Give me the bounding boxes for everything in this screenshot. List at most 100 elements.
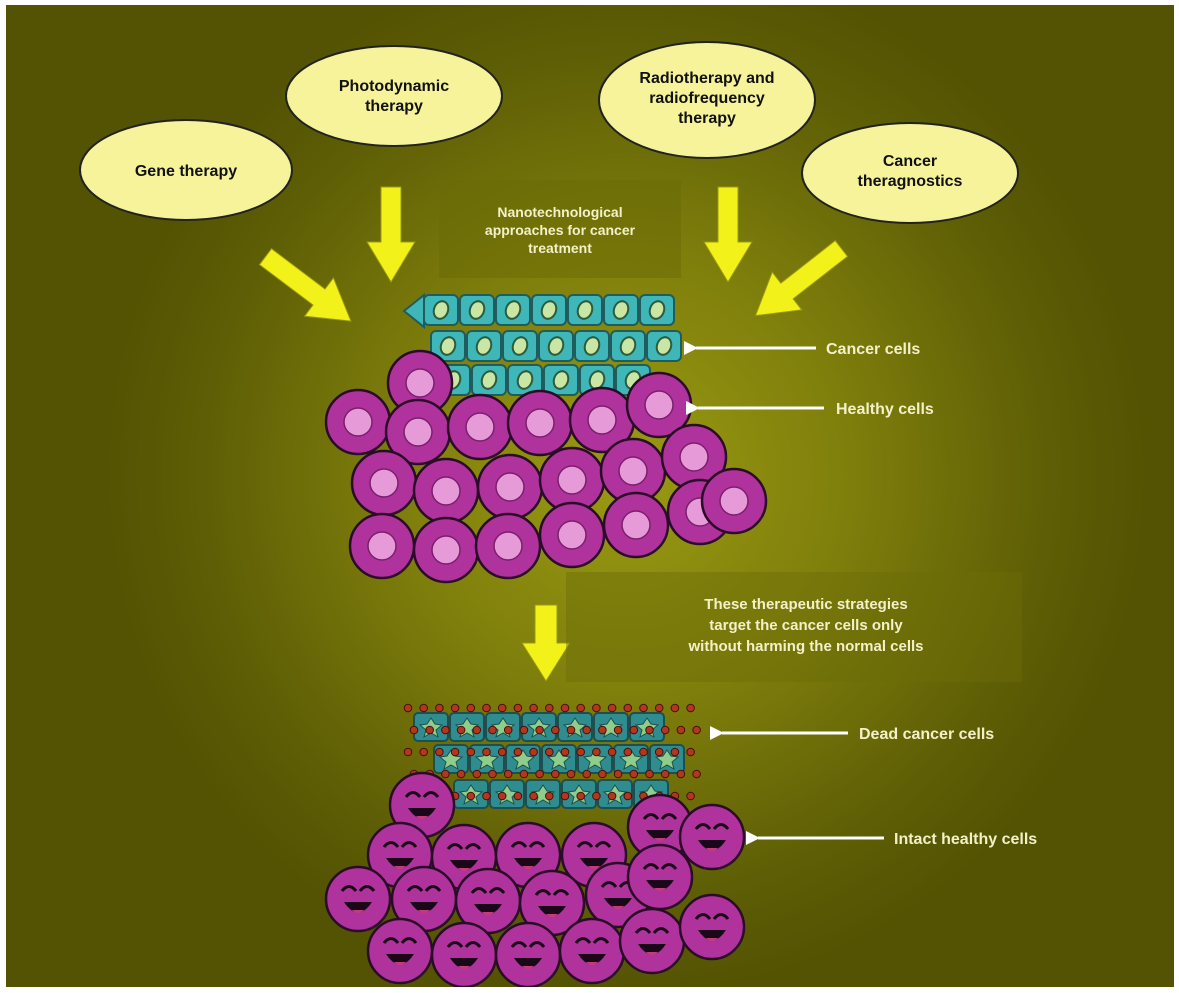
cancer-cells-group: [402, 292, 682, 396]
healthy-cell: [602, 491, 670, 559]
intact-healthy-cell: [626, 843, 694, 911]
healthy-cell: [350, 449, 418, 517]
intact-healthy-cell: [494, 921, 562, 987]
cancer-cell: [471, 364, 507, 396]
healthy-cell: [386, 349, 454, 417]
cancer-cell: [567, 294, 603, 326]
nanoparticle: [645, 725, 654, 735]
nanoparticle: [425, 725, 435, 735]
nanoparticle: [456, 769, 466, 779]
nanoparticle: [466, 747, 476, 757]
yellow-arrows: [258, 186, 849, 682]
therapy-gene: Gene therapy: [79, 119, 293, 221]
nanoparticle: [503, 769, 513, 779]
healthy-cells-group: [324, 349, 768, 584]
healthy-cell: [324, 388, 392, 456]
nanoparticle: [466, 703, 476, 713]
dead-cancer-cell: [649, 744, 685, 774]
arrow-gene: [258, 247, 352, 322]
arrow-radiotherapy: [703, 186, 753, 283]
healthy-cell: [412, 457, 480, 525]
nanoparticle: [639, 703, 648, 713]
nanoparticle: [629, 725, 639, 735]
nanoparticle: [545, 703, 554, 713]
nanoparticle: [519, 769, 529, 779]
label-dead-cancer-cells: Dead cancer cells: [859, 726, 994, 743]
cancer-cell: [610, 330, 646, 362]
label-cancer-cells: Cancer cells: [826, 341, 920, 358]
cancer-cell: [466, 330, 502, 362]
nanoparticle: [629, 769, 639, 779]
cancer-cell: [574, 330, 610, 362]
nanoparticle: [513, 747, 523, 757]
nanoparticle: [676, 769, 686, 779]
nanoparticle: [529, 703, 538, 713]
nanoparticle: [654, 747, 664, 757]
nanoparticle: [488, 769, 497, 779]
cancer-cell: [507, 364, 543, 396]
pointer-healthy-cells: Healthy cells: [686, 401, 934, 418]
arrow-theragnostics: [754, 239, 849, 317]
cancer-cell: [603, 294, 639, 326]
intact-healthy-cell: [324, 865, 392, 933]
healthy-cell: [660, 423, 728, 491]
intact-healthy-cells-group: [324, 771, 746, 987]
cancer-cell: [459, 294, 495, 326]
nanoparticle: [529, 791, 538, 801]
nanoparticle: [535, 769, 544, 779]
healthy-cell: [412, 516, 480, 584]
nanoparticle: [551, 769, 560, 779]
intact-healthy-cell: [558, 917, 626, 985]
cancer-cell: [495, 294, 531, 326]
cancer-cell: [502, 330, 538, 362]
therapy-gene-label: Gene therapy: [135, 163, 237, 180]
intact-healthy-cell: [678, 803, 746, 871]
nanoparticle: [545, 791, 554, 801]
pointer-cancer-cells: Cancer cells: [684, 341, 920, 358]
cancer-cell: [423, 294, 459, 326]
nanoparticle: [607, 747, 617, 757]
nanoparticle: [456, 725, 466, 735]
nanoparticle: [503, 725, 513, 735]
nanoparticle: [692, 769, 701, 779]
nanoparticle: [686, 747, 695, 757]
cancer-cell: [639, 294, 675, 326]
nanoparticle: [472, 769, 482, 779]
nanoparticle: [435, 747, 444, 757]
nanoparticle: [607, 791, 617, 801]
nanoparticle: [513, 703, 523, 713]
nanoparticle: [409, 725, 419, 735]
nanoparticle: [623, 791, 633, 801]
nanoparticle: [403, 703, 413, 713]
nanoparticle: [613, 769, 623, 779]
arrow-down: [521, 604, 571, 682]
nanoparticle: [497, 791, 507, 801]
nanoparticle: [639, 747, 648, 757]
nanoparticle: [692, 725, 701, 735]
nanoparticle: [598, 769, 607, 779]
dead-cancer-cell: [593, 712, 629, 742]
dead-cancer-cell: [525, 779, 561, 809]
nanoparticle: [472, 725, 482, 735]
nanoparticle: [645, 769, 654, 779]
dead-cancer-cells-group: [403, 703, 701, 809]
nanoparticle: [660, 725, 670, 735]
cancer-cell: [646, 330, 682, 362]
cancer-cell: [543, 364, 579, 396]
nanoparticle: [497, 747, 507, 757]
nanoparticle: [466, 791, 476, 801]
nanoparticle: [613, 725, 623, 735]
label-healthy-cells: Healthy cells: [836, 401, 934, 418]
nanoparticle: [482, 791, 491, 801]
cancer-cell: [531, 294, 567, 326]
nanoparticle: [403, 747, 413, 757]
healthy-cell: [538, 501, 606, 569]
nanoparticle: [482, 747, 491, 757]
